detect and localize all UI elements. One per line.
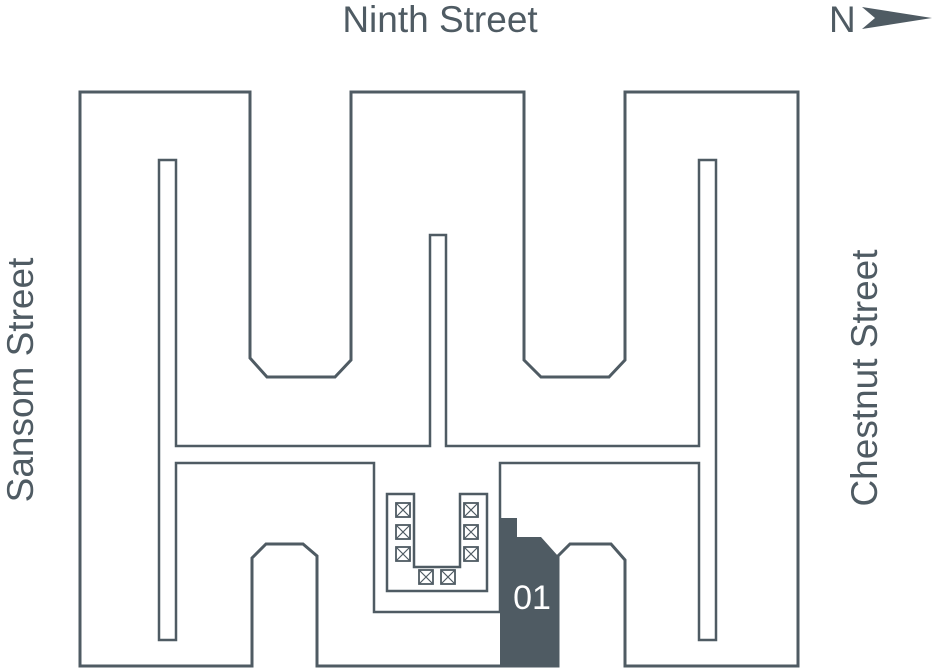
- elevator-car-right-3: [463, 546, 479, 562]
- elevator-car-left-2: [395, 524, 411, 540]
- elevator-cars: [395, 502, 479, 585]
- elevator-car-left-3: [395, 546, 411, 562]
- chestnut-street-label: Chestnut Street: [844, 249, 885, 507]
- north-arrow-icon: [862, 7, 932, 29]
- corridor-outline: [157, 158, 718, 642]
- unit-01-area[interactable]: [500, 518, 558, 666]
- north-label: N: [829, 0, 856, 40]
- unit-01[interactable]: 01: [500, 518, 558, 666]
- elevator-car-bottom-1: [418, 569, 434, 585]
- sansom-street-label: Sansom Street: [0, 257, 41, 502]
- unit-01-label: 01: [513, 579, 551, 617]
- elevator-car-right-1: [463, 502, 479, 518]
- elevator-car-bottom-2: [440, 569, 456, 585]
- elevator-car-left-1: [395, 502, 411, 518]
- elevator-core: [385, 492, 489, 593]
- ninth-street-label: Ninth Street: [342, 0, 538, 40]
- elevator-car-right-2: [463, 524, 479, 540]
- north-arrow: N: [829, 0, 932, 40]
